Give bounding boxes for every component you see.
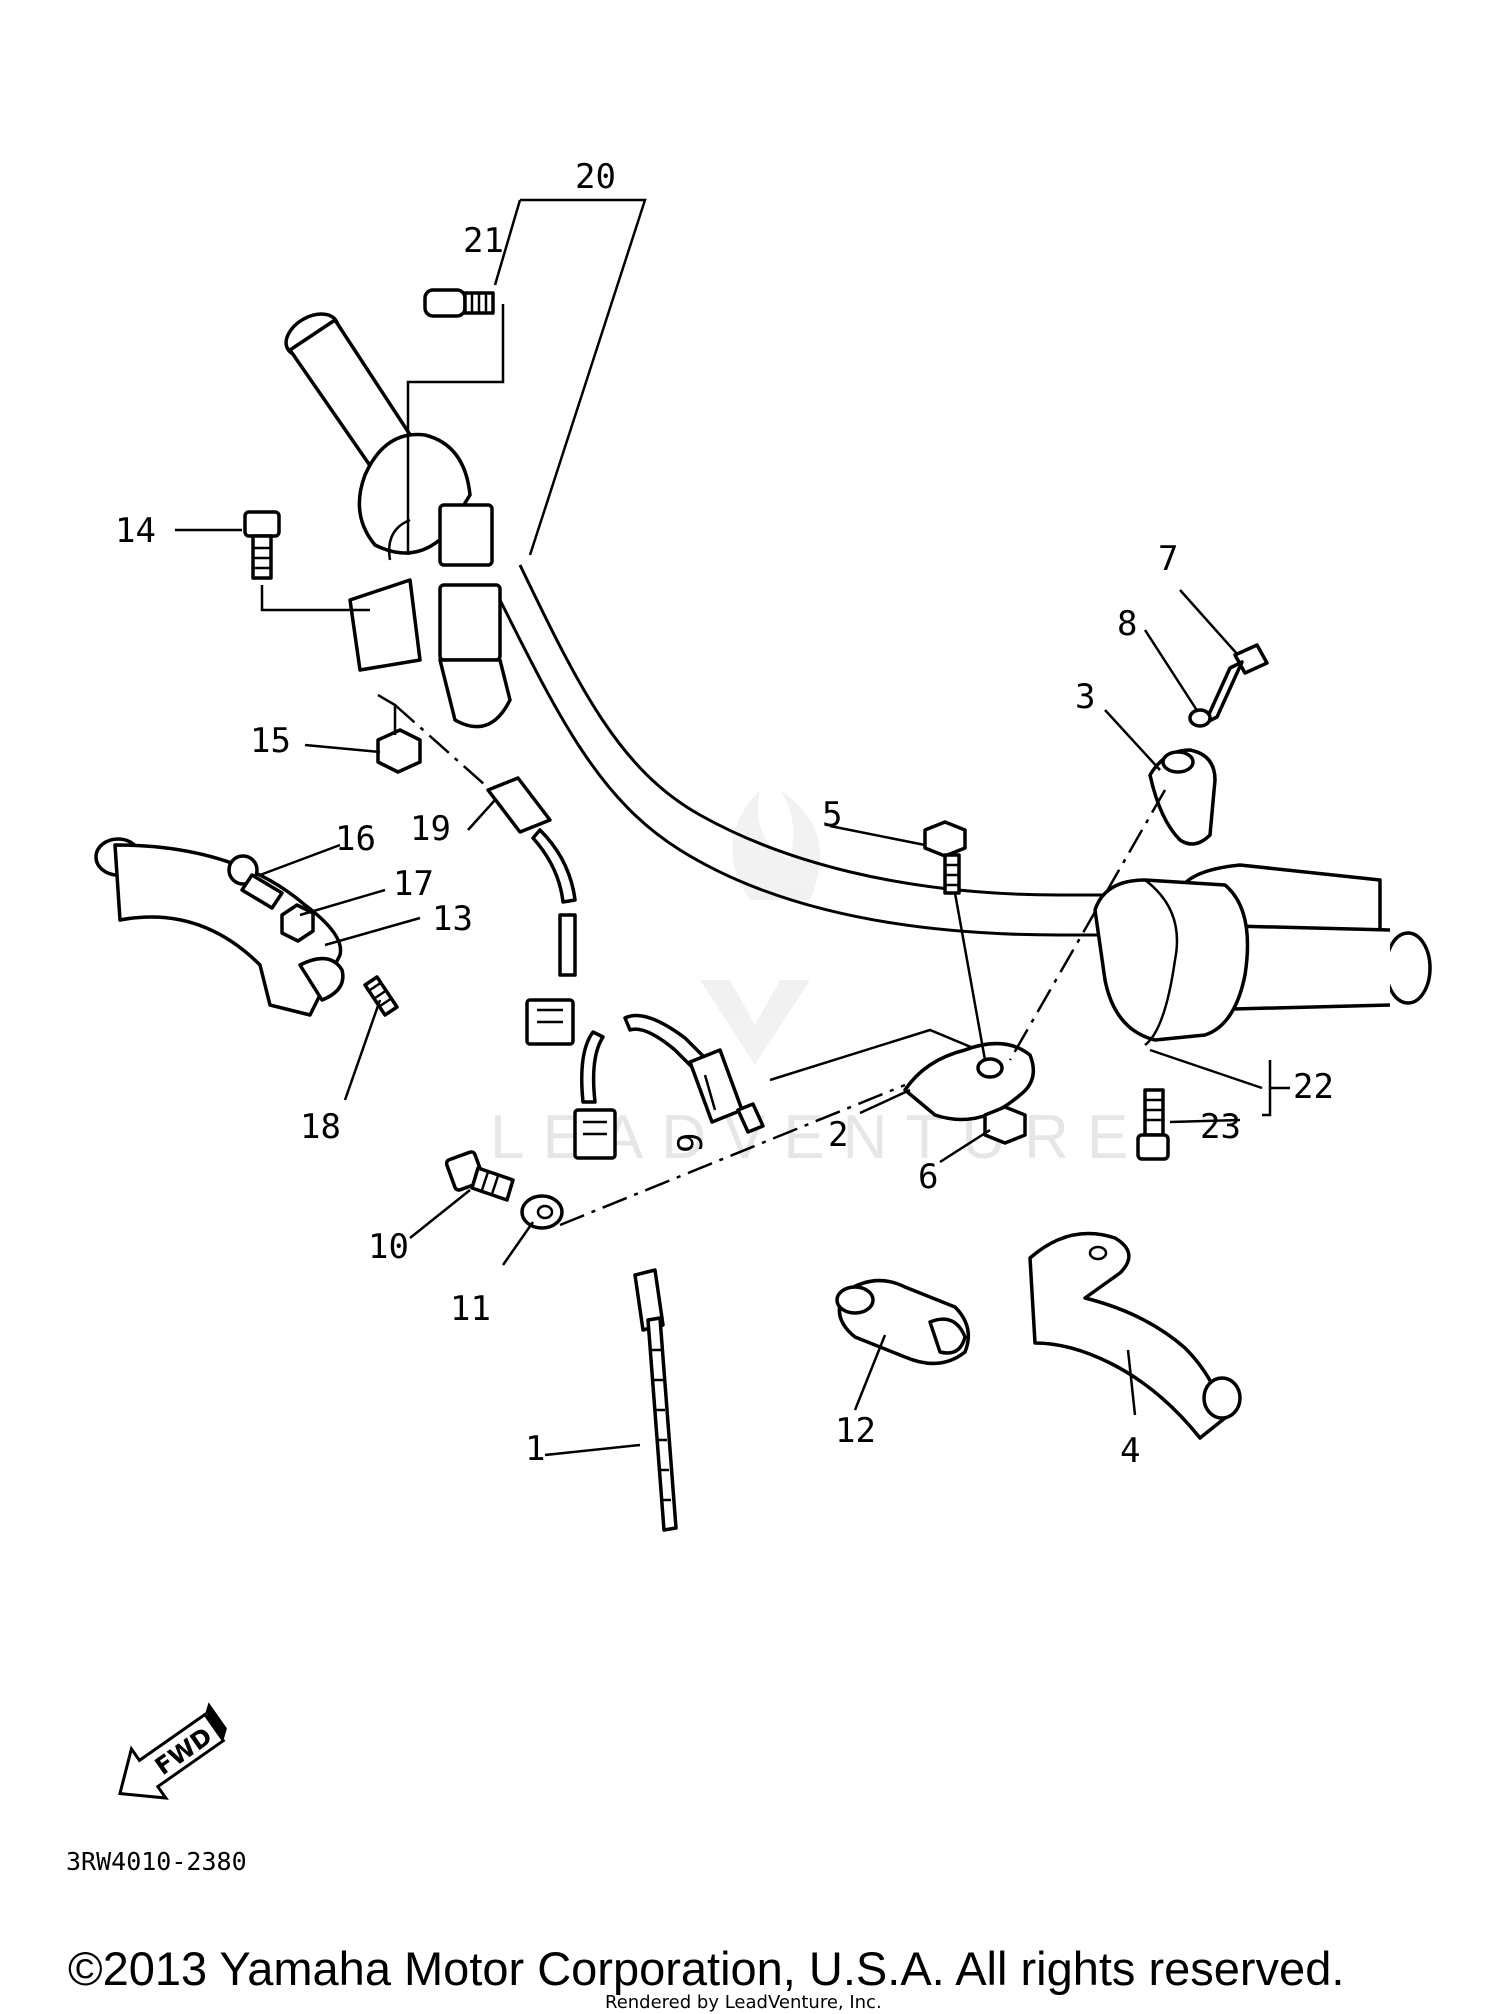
screw-21	[423, 288, 495, 318]
callout-23: 23	[1200, 1107, 1241, 1147]
callout-11: 11	[450, 1289, 491, 1329]
right-grip-switch-assembly	[1093, 863, 1432, 1046]
callout-8: 8	[1117, 604, 1137, 644]
nut-17	[280, 903, 315, 943]
callout-9: 9	[671, 1133, 711, 1153]
callout-4: 4	[1120, 1431, 1140, 1471]
bolt-5	[923, 820, 967, 895]
diagram-code: 3RW4010-2380	[66, 1847, 247, 1876]
callout-21: 21	[463, 221, 504, 261]
callout-22: 22	[1293, 1067, 1334, 1107]
bolt-10	[444, 1150, 515, 1202]
screw-7	[1203, 643, 1269, 725]
callout-18: 18	[300, 1107, 341, 1147]
callout-17: 17	[393, 864, 434, 904]
callout-14: 14	[115, 511, 156, 551]
bolt-14	[243, 510, 281, 580]
callout-16: 16	[335, 819, 376, 859]
callout-20: 20	[575, 157, 616, 197]
leader-lines	[175, 198, 1290, 1457]
callout-10: 10	[368, 1227, 409, 1267]
watermark-logo	[700, 790, 820, 1065]
rendered-by-note: Rendered by LeadVenture, Inc.	[605, 1992, 882, 2013]
bolt-16	[227, 854, 284, 910]
fwd-arrow-icon: FWD	[118, 1702, 227, 1800]
nut-6	[983, 1105, 1027, 1145]
clamp-3	[1148, 748, 1217, 846]
callout-1: 1	[525, 1429, 545, 1469]
lever-holder-12	[835, 1278, 971, 1366]
clutch-lever-13	[94, 837, 345, 1017]
switch-9	[573, 1013, 765, 1160]
brake-lever-4	[1028, 1231, 1242, 1440]
callout-13: 13	[432, 899, 473, 939]
washer-11	[520, 1194, 564, 1230]
cable-tie-1	[633, 1268, 678, 1532]
left-grip-switch-assembly	[284, 312, 512, 729]
callout-5: 5	[822, 795, 842, 835]
spring-18	[363, 975, 399, 1017]
callout-7: 7	[1158, 539, 1178, 579]
bracket-2	[903, 1041, 1036, 1122]
copyright-notice: ©2013 Yamaha Motor Corporation, U.S.A. A…	[68, 1942, 1344, 1995]
callout-19: 19	[410, 809, 451, 849]
screw-23	[1136, 1088, 1170, 1161]
callout-15: 15	[250, 721, 291, 761]
callout-6: 6	[918, 1157, 938, 1197]
washer-8	[1188, 708, 1212, 728]
callout-2: 2	[828, 1115, 848, 1155]
callout-12: 12	[835, 1411, 876, 1451]
nut-15	[376, 728, 422, 774]
callout-3: 3	[1075, 677, 1095, 717]
switch-19	[486, 776, 577, 1046]
